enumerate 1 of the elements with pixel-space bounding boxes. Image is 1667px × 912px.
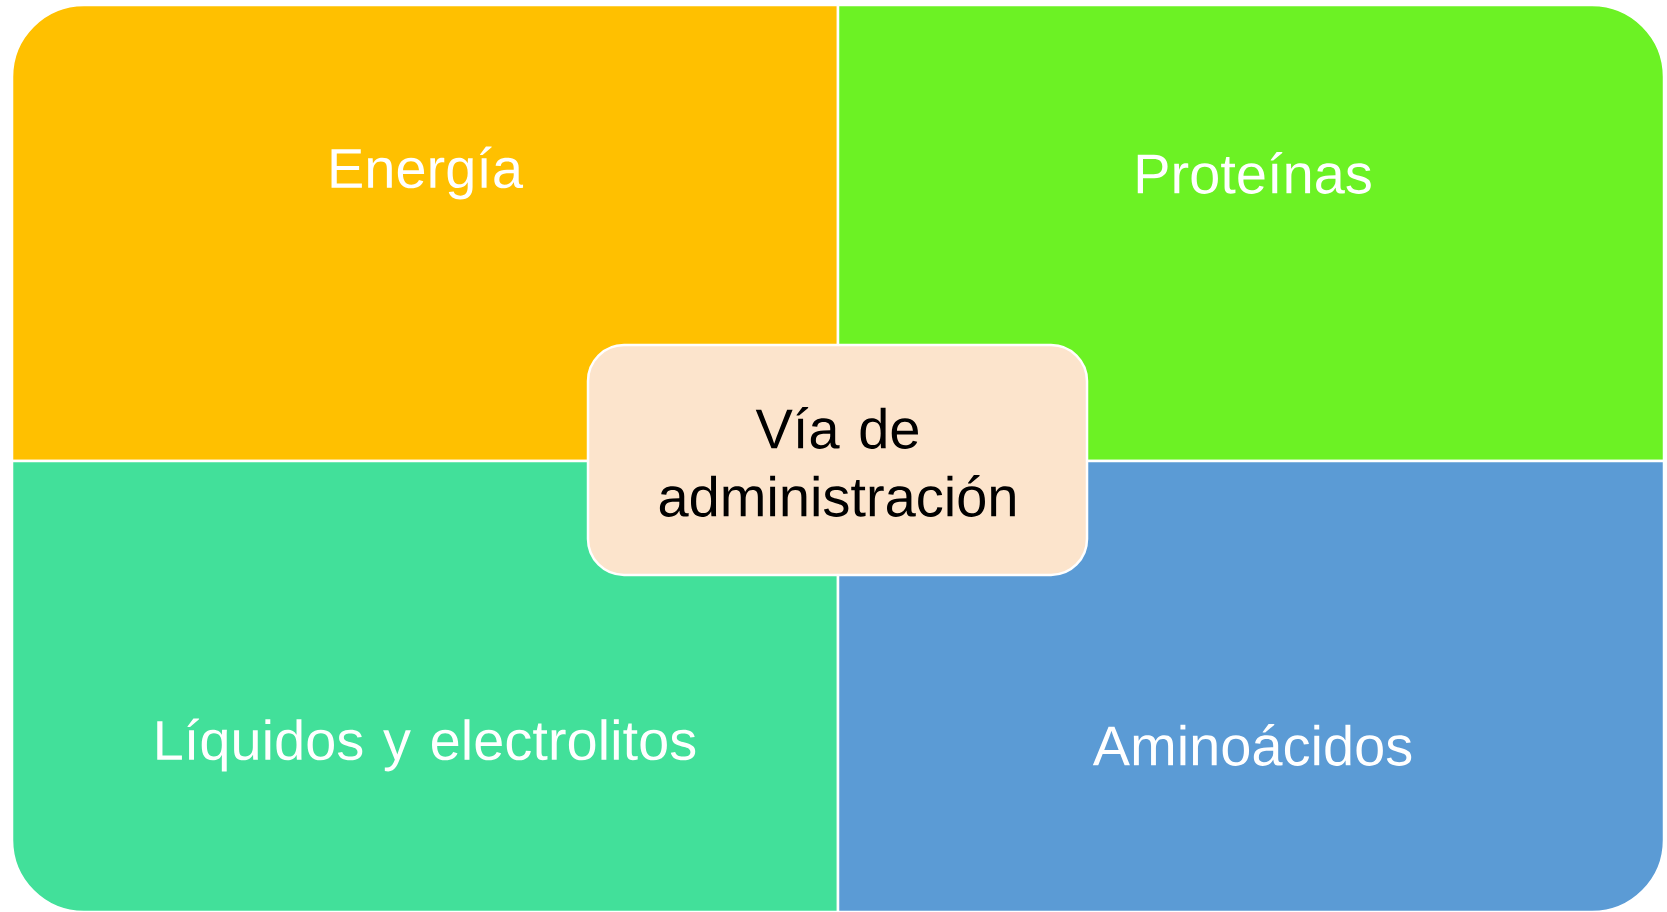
center-box: Vía de administración [586,343,1089,577]
